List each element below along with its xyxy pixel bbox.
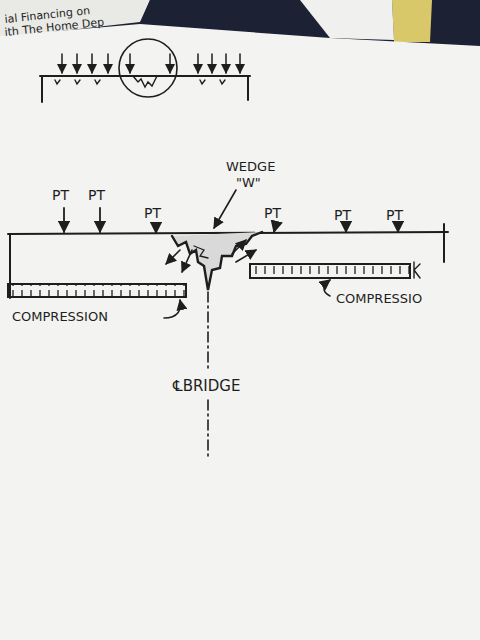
centerline — [207, 292, 209, 460]
wedge-label: "W" — [236, 176, 261, 190]
beam-line — [40, 75, 250, 77]
leader-arrow — [214, 190, 236, 228]
wedge-texture — [194, 246, 208, 258]
pt-label: PT — [386, 208, 403, 223]
leader-arrow — [164, 300, 180, 318]
load-arrows — [62, 54, 240, 73]
compression-label: COMPRESSION — [12, 310, 108, 324]
centerline-label: ℄BRIDGE — [170, 377, 243, 396]
beam-end — [443, 224, 445, 262]
thrust-arrows — [166, 240, 256, 272]
detail-circle — [119, 39, 177, 97]
pt-arrows — [64, 208, 398, 233]
wedge — [172, 232, 262, 290]
small-wedge — [133, 76, 157, 87]
pt-label: PT — [334, 208, 351, 223]
leader-arrow — [324, 280, 330, 296]
compression-band — [8, 284, 186, 297]
compression-label: COMPRESSIO — [336, 292, 422, 306]
back-card — [300, 0, 394, 40]
pt-label: PT — [88, 188, 105, 203]
wedge-label: WEDGE — [226, 160, 275, 174]
paper-sheet — [0, 24, 480, 640]
sketch-lines — [8, 39, 448, 460]
pt-label: PT — [264, 206, 281, 221]
compression-band — [250, 264, 410, 278]
yellow-card — [392, 0, 432, 42]
beam-end — [42, 76, 248, 102]
band-end — [414, 262, 420, 278]
pt-label: PT — [144, 206, 161, 221]
pt-label: PT — [52, 188, 69, 203]
